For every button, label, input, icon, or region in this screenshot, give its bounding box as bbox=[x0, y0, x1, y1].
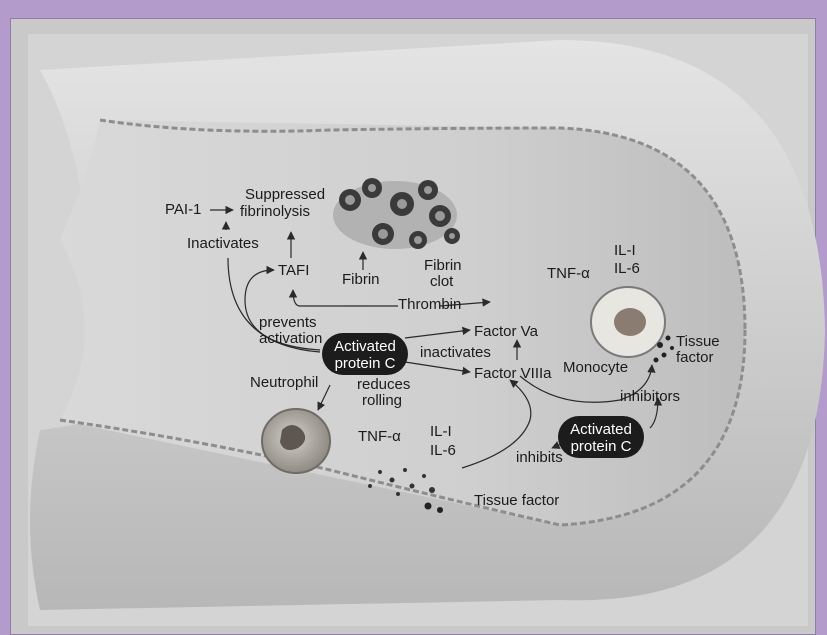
label-monocyte: Monocyte bbox=[563, 359, 628, 376]
label-tafi: TAFI bbox=[278, 262, 309, 279]
label-factor-va: Factor Va bbox=[474, 323, 539, 340]
label-prevents-line2: activation bbox=[259, 330, 322, 347]
label-reduces-line1: reduces bbox=[357, 376, 410, 393]
label-thrombin: Thrombin bbox=[398, 296, 461, 313]
label-inactivates-mid: inactivates bbox=[420, 344, 491, 361]
apc-center-line2: protein C bbox=[335, 355, 396, 372]
label-il1-right: IL-I bbox=[614, 242, 636, 259]
label-fibrin: Fibrin bbox=[342, 271, 380, 288]
apc-center-line1: Activated bbox=[334, 338, 396, 355]
label-fibrin-clot-line1: Fibrin bbox=[424, 257, 462, 274]
label-suppressed-line1: Suppressed bbox=[245, 186, 325, 203]
label-tissue-factor-right-line1: Tissue bbox=[676, 333, 720, 350]
neutrophil-cell bbox=[262, 409, 330, 473]
apc-right-pill: Activated protein C bbox=[558, 416, 644, 458]
label-tnf-right: TNF-α bbox=[547, 265, 590, 282]
label-factor-viiia: Factor VIIIa bbox=[474, 365, 552, 382]
label-fibrin-clot-line2: clot bbox=[430, 273, 454, 290]
label-neutrophil: Neutrophil bbox=[250, 374, 318, 391]
label-tnf-bottom: TNF-α bbox=[358, 428, 401, 445]
apc-right-line1: Activated bbox=[570, 421, 632, 438]
label-inhibits: inhibits bbox=[516, 449, 563, 466]
label-prevents-line1: prevents bbox=[259, 314, 317, 331]
label-il6-right: IL-6 bbox=[614, 260, 640, 277]
apc-center-pill: Activated protein C bbox=[322, 333, 408, 375]
label-tissue-factor-right-line2: factor bbox=[676, 349, 714, 366]
apc-right-line2: protein C bbox=[571, 438, 632, 455]
label-pai1: PAI-1 bbox=[165, 201, 201, 218]
label-reduces-line2: rolling bbox=[362, 392, 402, 409]
label-suppressed-line2: fibrinolysis bbox=[240, 203, 310, 220]
label-inactivates-top: Inactivates bbox=[187, 235, 259, 252]
label-il6-bottom: IL-6 bbox=[430, 442, 456, 459]
label-inhibitors: inhibitors bbox=[620, 388, 680, 405]
label-il1-bottom: IL-I bbox=[430, 423, 452, 440]
label-tissue-factor-bottom: Tissue factor bbox=[474, 492, 559, 509]
